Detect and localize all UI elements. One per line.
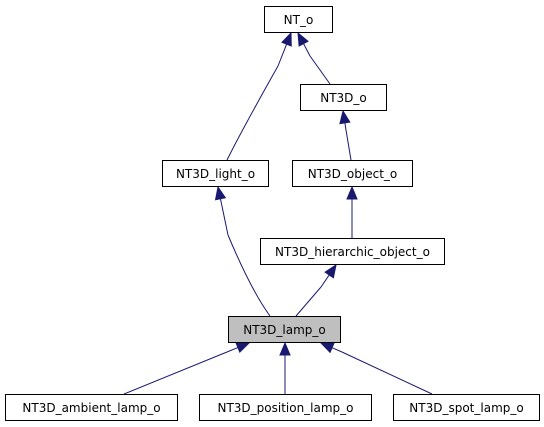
class-node-label: NT3D_hierarchic_object_o xyxy=(275,245,430,259)
arrow-head xyxy=(346,185,358,200)
edge-line xyxy=(309,55,331,85)
class-node-label: NT3D_ambient_lamp_o xyxy=(22,401,160,415)
class-node-box xyxy=(300,84,387,111)
class-node-label: NT3D_light_o xyxy=(176,167,255,181)
class-node-nt3d-ambient-lamp-o[interactable]: NT3D_ambient_lamp_o xyxy=(5,394,178,421)
edge-line-tail xyxy=(277,43,288,67)
class-node-label: NT_o xyxy=(284,13,314,27)
edge-line-tail xyxy=(219,198,229,236)
class-node-nt3d-hierarchic-object-o[interactable]: NT3D_hierarchic_object_o xyxy=(260,238,445,265)
arrow-head xyxy=(279,341,291,356)
edge-line xyxy=(341,351,433,395)
class-node-box xyxy=(5,394,178,421)
class-node-box xyxy=(393,394,540,421)
edge-nt3d_light_o-to-nt_o xyxy=(226,31,292,161)
class-node-box xyxy=(228,316,341,343)
edge-nt3d_position_lamp_o-to-nt3d_lamp_o xyxy=(279,341,291,394)
class-node-box xyxy=(260,238,445,265)
class-node-label: NT3D_spot_lamp_o xyxy=(409,401,523,415)
arrow-head xyxy=(319,342,335,354)
class-node-nt3d-position-lamp-o[interactable]: NT3D_position_lamp_o xyxy=(199,394,372,421)
class-node-nt3d-lamp-o: NT3D_lamp_o xyxy=(228,316,341,343)
edge-line-tail xyxy=(331,347,343,353)
class-node-box xyxy=(264,6,333,33)
class-node-box xyxy=(199,394,372,421)
arrow-head xyxy=(281,31,292,47)
edge-line-tail xyxy=(320,274,330,288)
edge-line-tail xyxy=(303,43,311,57)
class-node-box xyxy=(162,160,269,187)
edge-line xyxy=(227,234,271,317)
edge-line-tail xyxy=(344,122,347,131)
edge-nt3d_lamp_o-to-nt3d_light_o xyxy=(214,185,271,317)
class-node-nt3d-spot-lamp-o[interactable]: NT3D_spot_lamp_o xyxy=(393,394,540,421)
edge-line xyxy=(123,351,228,395)
edge-nt3d_object_o-to-nt3d_o xyxy=(339,109,352,161)
class-node-label: NT3D_object_o xyxy=(308,167,398,181)
arrow-head xyxy=(214,185,227,201)
edge-nt3d_hierarchic_object_o-to-nt3d_object_o xyxy=(346,185,358,238)
edge-line xyxy=(295,286,322,317)
class-node-nt3d-light-o[interactable]: NT3D_light_o xyxy=(162,160,269,187)
edge-line-tail xyxy=(226,347,239,353)
class-node-label: NT3D_lamp_o xyxy=(243,323,326,337)
edges-layer xyxy=(123,31,433,395)
edge-line xyxy=(226,65,279,161)
class-node-box xyxy=(292,160,413,187)
arrow-head xyxy=(235,342,251,354)
edge-nt3d_lamp_o-to-nt3d_hierarchic_object_o xyxy=(295,263,337,317)
arrow-head xyxy=(297,31,309,47)
class-node-nt3d-o[interactable]: NT3D_o xyxy=(300,84,387,111)
class-node-nt-o[interactable]: NT_o xyxy=(264,6,333,33)
edge-nt3d_o-to-nt_o xyxy=(297,31,331,85)
class-node-label: NT3D_o xyxy=(320,91,367,105)
edge-line xyxy=(345,129,352,161)
edge-nt3d_spot_lamp_o-to-nt3d_lamp_o xyxy=(319,342,433,395)
class-node-label: NT3D_position_lamp_o xyxy=(217,401,353,415)
arrow-head xyxy=(324,263,337,279)
class-node-nt3d-object-o[interactable]: NT3D_object_o xyxy=(292,160,413,187)
edge-nt3d_ambient_lamp_o-to-nt3d_lamp_o xyxy=(123,342,251,395)
arrow-head xyxy=(339,109,351,125)
